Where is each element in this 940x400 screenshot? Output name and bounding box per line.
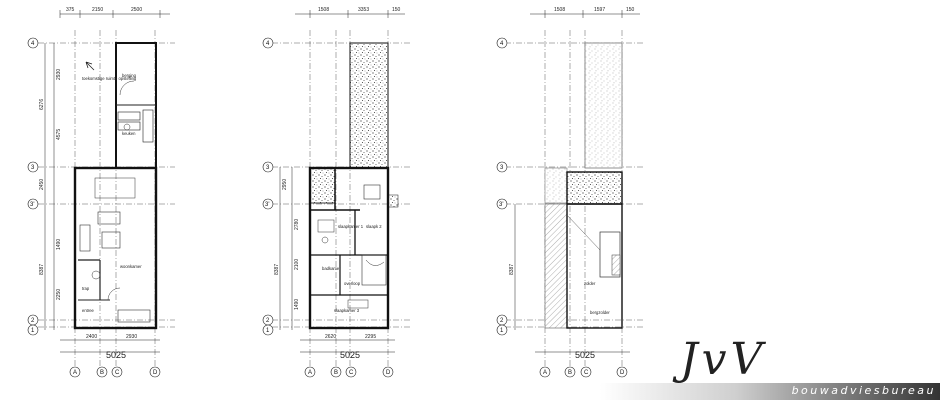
grid-row-markers: 4 3 3' 2 1	[496, 37, 508, 336]
grid-label: B	[100, 370, 104, 376]
logo-tagline: bouwadviesbureau	[791, 384, 936, 397]
room-label: keuken	[122, 131, 136, 136]
grid-label: 2	[266, 318, 270, 324]
dim-left-2: 8387	[274, 264, 280, 275]
dim-left-2: 2450	[39, 179, 45, 190]
grid-col-markers: A B C D	[69, 366, 161, 378]
grid-label: C	[115, 370, 120, 376]
plan-attic-floor: 1508 1597 150 4 3 3' 2 1 8387	[496, 7, 645, 378]
room-label: bergzolder	[590, 310, 610, 315]
dim-left-3: 8387	[39, 264, 45, 275]
logo-bar	[600, 383, 940, 400]
dim-top-3: 150	[626, 7, 635, 13]
dim-bottom-2: 2930	[126, 334, 137, 340]
plan-ground-floor: 375 2150 2500 4 3 3' 2 1	[27, 7, 175, 378]
logo-mark: JvV	[680, 334, 767, 385]
company-logo: JvV bouwadviesbureau	[600, 338, 940, 400]
grid-label: 2	[31, 318, 35, 324]
dim-top-3: 150	[392, 7, 401, 13]
dim-left-sub-1: 2930	[56, 69, 62, 80]
dim-top-2: 2150	[92, 7, 103, 13]
dim-top-3: 2500	[131, 7, 142, 13]
grid-label: D	[153, 370, 158, 376]
plan-first-floor: 1508 3353 150 4 3 3' 2 1 29	[262, 7, 410, 378]
room-label: woonkamer	[120, 264, 142, 269]
grid-label: 4	[266, 41, 270, 47]
dim-left-sub-2: 2100	[294, 259, 300, 270]
dim-left-1: 2950	[282, 179, 288, 190]
room-label: slaapk 2	[366, 224, 382, 229]
grid-label: D	[620, 370, 625, 376]
dim-bottom-total: 5025	[106, 350, 126, 360]
grid-label: 1	[500, 328, 504, 334]
dim-top-2: 3353	[358, 7, 369, 13]
dim-left-sub-3: 1490	[294, 299, 300, 310]
grid-label: 2	[500, 318, 504, 324]
room-label: berging	[122, 73, 137, 78]
grid-label: A	[73, 370, 77, 376]
dim-top-1: 375	[66, 7, 75, 13]
dim-left-sub-1: 2780	[294, 219, 300, 230]
dim-bottom-2: 2295	[365, 334, 376, 340]
dim-left-1: 8387	[509, 264, 515, 275]
grid-row-markers: 4 3 3' 2 1	[27, 37, 39, 336]
grid-label: B	[568, 370, 572, 376]
grid-label: 4	[31, 41, 35, 47]
dim-bottom-1: 2620	[325, 334, 336, 340]
room-label: badkamer	[322, 266, 341, 271]
grid-label: D	[386, 370, 391, 376]
dim-bottom-total: 5025	[340, 350, 360, 360]
grid-label: A	[308, 370, 312, 376]
dim-top-2: 1597	[594, 7, 605, 13]
dim-top-1: 1508	[318, 7, 329, 13]
room-label: entree	[82, 308, 95, 313]
dim-bottom-total: 5025	[575, 350, 595, 360]
dim-bottom-1: 2400	[86, 334, 97, 340]
dim-left-sub-3: 1490	[56, 239, 62, 250]
grid-row-markers: 4 3 3' 2 1	[262, 37, 274, 336]
grid-label: C	[584, 370, 589, 376]
grid-col-markers: A B C D	[539, 366, 628, 378]
plan-note: toekomstige ruimte opstelling	[82, 76, 137, 81]
dim-left-1: 6276	[39, 99, 45, 110]
grid-col-markers: A B C D	[304, 366, 394, 378]
grid-label: 1	[266, 328, 270, 334]
room-label: slaapkamer 3	[334, 308, 360, 313]
room-label: slaapkamer 1	[338, 224, 364, 229]
room-label: trap	[82, 286, 90, 291]
grid-label: 3	[500, 165, 504, 171]
grid-label: A	[543, 370, 547, 376]
grid-label: 3'	[30, 202, 34, 208]
grid-label: 3'	[499, 202, 503, 208]
dim-left-sub-4: 2250	[56, 289, 62, 300]
grid-label: 3	[31, 165, 35, 171]
grid-label: B	[334, 370, 338, 376]
dim-top-1: 1508	[554, 7, 565, 13]
grid-label: C	[349, 370, 354, 376]
grid-label: 3	[266, 165, 270, 171]
grid-label: 1	[31, 328, 35, 334]
grid-label: 4	[500, 41, 504, 47]
room-label: overloop	[344, 281, 361, 286]
room-label: zolder	[584, 281, 596, 286]
grid-label: 3'	[265, 202, 269, 208]
dim-left-sub-2: 4575	[56, 129, 62, 140]
